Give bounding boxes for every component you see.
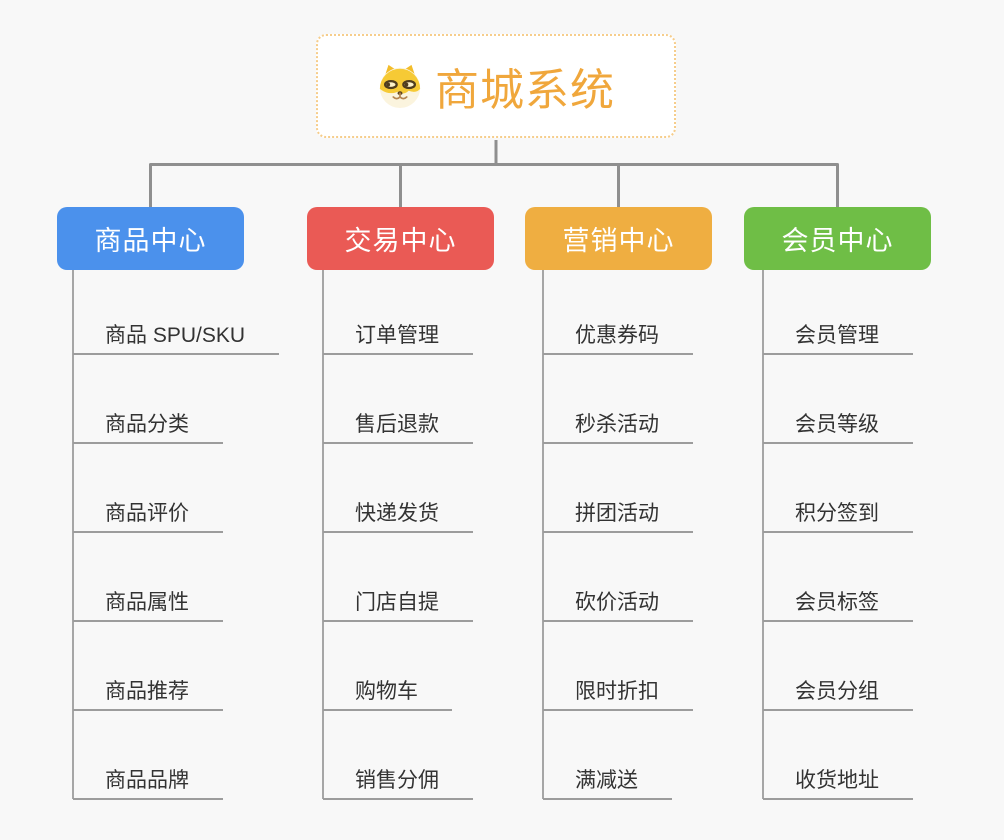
branch-member-center[interactable]: 会员中心 (744, 207, 931, 270)
leaf-node[interactable]: 商品属性 (73, 588, 223, 622)
leaf-node[interactable]: 商品推荐 (73, 677, 223, 711)
branch-marketing-center[interactable]: 营销中心 (525, 207, 712, 270)
root-node[interactable]: 商城系统 (316, 34, 676, 138)
leaf-node[interactable]: 会员分组 (763, 677, 913, 711)
leaf-node[interactable]: 快递发货 (323, 499, 473, 533)
branch-label: 商品中心 (94, 226, 207, 256)
leaf-node[interactable]: 砍价活动 (543, 588, 693, 622)
leaf-node[interactable]: 优惠券码 (543, 321, 693, 355)
leaf-node[interactable]: 拼团活动 (543, 499, 693, 533)
leaf-node[interactable]: 会员标签 (763, 588, 913, 622)
leaf-node[interactable]: 收货地址 (763, 766, 913, 800)
leaf-node[interactable]: 购物车 (323, 677, 452, 711)
leaf-node[interactable]: 售后退款 (323, 410, 473, 444)
leaf-node[interactable]: 销售分佣 (323, 766, 473, 800)
leaf-node[interactable]: 限时折扣 (543, 677, 693, 711)
leaf-node[interactable]: 商品评价 (73, 499, 223, 533)
leaf-node[interactable]: 积分签到 (763, 499, 913, 533)
leaf-node[interactable]: 商品分类 (73, 410, 223, 444)
leaf-node[interactable]: 商品品牌 (73, 766, 223, 800)
leaf-node[interactable]: 商品 SPU/SKU (73, 321, 280, 355)
leaf-node[interactable]: 满减送 (543, 766, 672, 800)
leaf-node[interactable]: 门店自提 (323, 588, 473, 622)
branch-trade-center[interactable]: 交易中心 (307, 207, 494, 270)
root-title: 商城系统 (435, 66, 615, 115)
leaf-node[interactable]: 秒杀活动 (543, 410, 693, 444)
leaf-node[interactable]: 订单管理 (323, 321, 473, 355)
leaf-node[interactable]: 会员管理 (763, 321, 913, 355)
root-branch-connectors (149, 140, 839, 207)
branch-label: 营销中心 (562, 226, 675, 256)
branch-label: 会员中心 (781, 226, 894, 256)
branch-product-center[interactable]: 商品中心 (57, 207, 244, 270)
leaf-node[interactable]: 会员等级 (763, 410, 913, 444)
shiba-doge-icon (377, 63, 423, 109)
branch-label: 交易中心 (344, 226, 457, 256)
